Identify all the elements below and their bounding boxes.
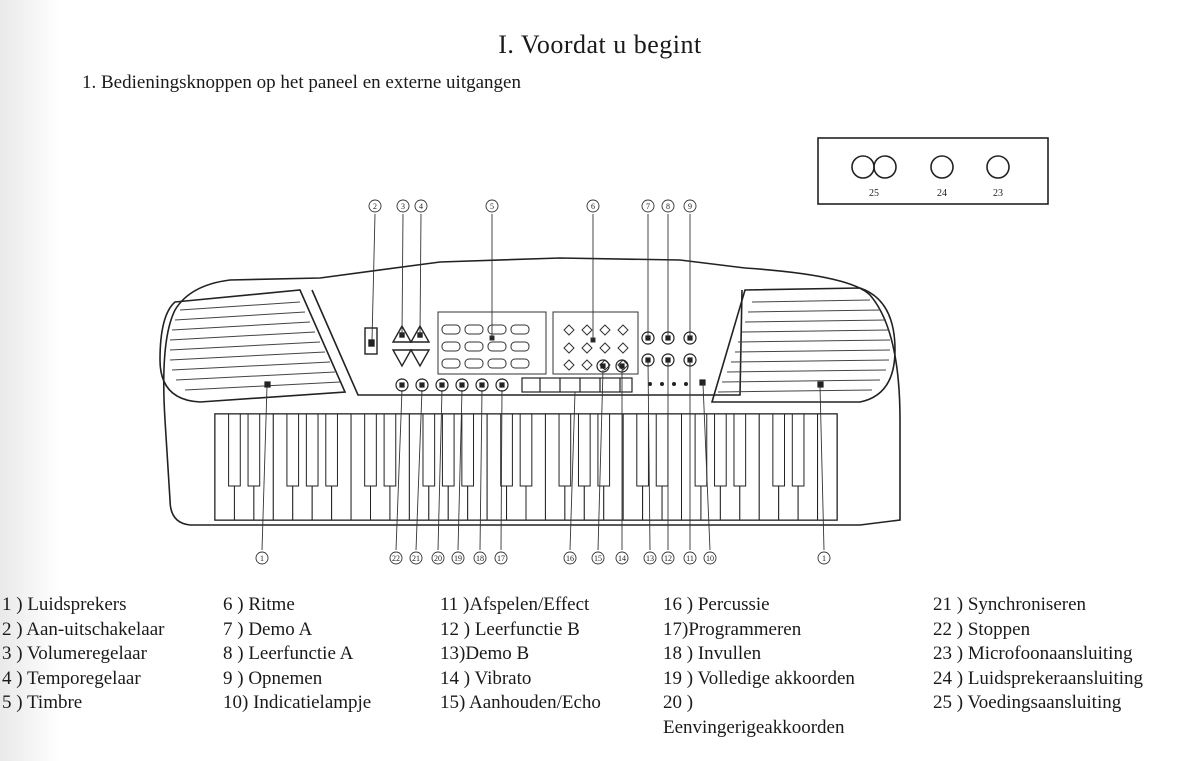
callout-13: 13	[646, 554, 654, 563]
black-key	[577, 413, 591, 487]
legend-column-3: 11 )Afspelen/Effect 12 ) Leerfunctie B 1…	[440, 593, 601, 716]
white-key	[817, 413, 838, 521]
jack-24-icon	[930, 155, 954, 179]
black-key	[461, 413, 475, 487]
legend-item: 2 ) Aan-uitschakelaar	[2, 618, 165, 640]
callout-17: 17	[497, 554, 505, 563]
callout-2: 2	[373, 202, 377, 211]
black-key	[597, 413, 611, 487]
legend-column-2: 6 ) Ritme 7 ) Demo A 8 ) Leerfunctie A 9…	[223, 593, 371, 716]
legend-item: 16 ) Percussie	[663, 594, 770, 615]
callout-4: 4	[419, 202, 423, 211]
black-key	[519, 413, 533, 487]
black-key	[772, 413, 786, 487]
black-key	[655, 413, 669, 487]
legend-item: 8 ) Leerfunctie A	[223, 643, 354, 664]
legend-item: 12 ) Leerfunctie B	[440, 618, 580, 640]
tempo-up-icon	[409, 324, 431, 343]
callout-15: 15	[594, 554, 602, 563]
black-key	[228, 413, 241, 487]
callout-21: 21	[412, 554, 420, 563]
callout-12: 12	[664, 554, 672, 563]
black-key	[441, 413, 455, 487]
legend-item: 1 ) Luidsprekers	[2, 594, 127, 615]
legend-item: 21 ) Synchroniseren	[933, 594, 1087, 615]
legend-item: 10) Indicatielampje	[223, 692, 372, 713]
speaker-left-housing	[159, 289, 347, 403]
black-key	[422, 413, 436, 487]
callout-8: 8	[666, 202, 670, 211]
callout-3: 3	[401, 202, 405, 211]
legend-item: 6 ) Ritme	[223, 594, 295, 615]
callout-23: 23	[993, 188, 1003, 199]
callout-19: 19	[454, 554, 462, 563]
callout-11: 11	[686, 554, 694, 563]
callout-6: 6	[591, 202, 595, 211]
legend-item: 9 ) Opnemen	[223, 667, 323, 689]
page-title: I. Voordat u begint	[498, 30, 702, 59]
callout-1-left: 1	[260, 554, 264, 563]
callout-5: 5	[490, 202, 494, 211]
black-key	[733, 413, 747, 487]
page-shadow	[0, 0, 60, 761]
legend-item: Eenvingerigeakkoorden	[663, 716, 845, 738]
jack-25-icon	[851, 155, 875, 179]
legend-item: 18 ) Invullen	[663, 643, 762, 664]
tempo-down-icon	[409, 349, 431, 368]
callout-20: 20	[434, 554, 442, 563]
legend-item: 22 ) Stoppen	[933, 618, 1031, 640]
legend-item: 24 ) Luidsprekeraansluiting	[933, 667, 1144, 689]
black-key	[558, 413, 572, 487]
black-key	[383, 413, 397, 487]
jack-25b-icon	[873, 155, 897, 179]
legend-item: 5 ) Timbre	[2, 692, 83, 713]
legend-item: 20 )	[663, 692, 694, 713]
callout-24: 24	[937, 188, 947, 199]
legend-item: 25 ) Voedingsaansluiting	[933, 692, 1122, 713]
legend-column-5: 21 ) Synchroniseren 22 ) Stoppen 23 ) Mi…	[933, 593, 1143, 716]
callout-10: 10	[706, 554, 714, 563]
black-key	[636, 413, 649, 487]
black-key	[791, 413, 805, 487]
legend-item: 15) Aanhouden/Echo	[440, 692, 601, 713]
legend-item: 19 ) Volledige akkoorden	[663, 667, 855, 689]
black-key	[286, 413, 300, 487]
callout-7: 7	[646, 202, 650, 211]
black-key	[714, 413, 727, 487]
jack-23-icon	[986, 155, 1010, 179]
callout-25: 25	[869, 188, 879, 199]
volume-up-icon	[391, 324, 413, 343]
legend-item: 13)Demo B	[440, 643, 530, 664]
jack-panel	[817, 137, 1049, 205]
rhythm-panel	[552, 311, 639, 375]
callout-9: 9	[688, 202, 692, 211]
black-key	[305, 413, 319, 487]
black-key	[247, 413, 261, 487]
callout-1-right: 1	[822, 554, 826, 563]
legend-item: 11 )Afspelen/Effect	[440, 594, 590, 615]
legend-item: 17)Programmeren	[663, 618, 802, 640]
legend-item: 23 ) Microfoonaansluiting	[933, 643, 1133, 664]
volume-down-icon	[391, 349, 413, 368]
keyboard-body	[162, 257, 901, 526]
black-key	[364, 413, 377, 487]
callout-22: 22	[392, 554, 400, 563]
legend-item: 3 ) Volumeregelaar	[2, 643, 147, 664]
legend-item: 4 ) Temporegelaar	[2, 667, 141, 689]
legend-column-1: 1 ) Luidsprekers 2 ) Aan-uitschakelaar 3…	[2, 593, 164, 716]
black-key	[325, 413, 338, 487]
legend-item: 7 ) Demo A	[223, 618, 313, 640]
black-key	[694, 413, 708, 487]
section-subtitle: 1. Bedieningsknoppen op het paneel en ex…	[82, 72, 521, 93]
callout-16: 16	[566, 554, 574, 563]
speaker-right-housing	[710, 287, 896, 403]
legend-column-4: 16 ) Percussie 17)Programmeren 18 ) Invu…	[663, 593, 855, 740]
power-switch	[364, 327, 378, 355]
callout-18: 18	[476, 554, 484, 563]
black-key	[500, 413, 513, 487]
legend-item: 14 ) Vibrato	[440, 667, 532, 689]
callout-14: 14	[618, 554, 626, 563]
